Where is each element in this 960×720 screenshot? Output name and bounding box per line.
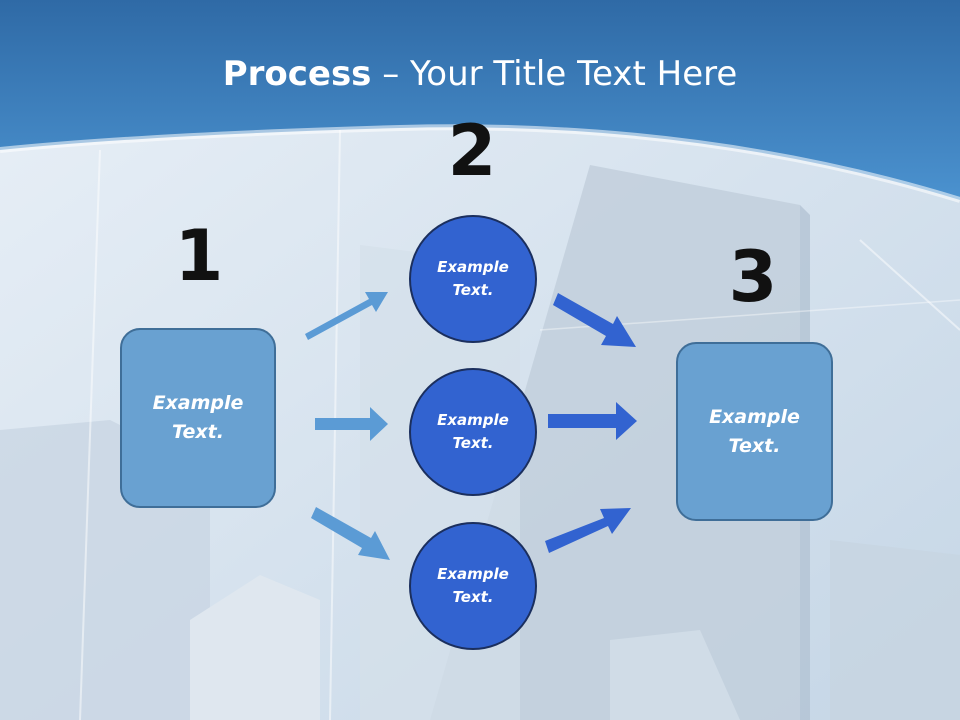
step-number-3: 3 [728,236,778,318]
step-number-1: 1 [174,215,224,297]
circle-middle-line-2: Text. [452,434,494,452]
step-number-2: 2 [447,110,497,192]
step-2-circle-top[interactable]: Example Text. [409,215,537,343]
arrow-bottom-to-3-icon [545,508,631,553]
circle-top-line-2: Text. [452,281,494,299]
arrow-1-to-top-icon [305,292,388,340]
circle-middle-text: Example Text. [437,409,509,455]
step-1-box[interactable]: Example Text. [120,328,276,508]
step-2-circle-middle[interactable]: Example Text. [409,368,537,496]
slide-title: Process – Your Title Text Here [0,52,960,96]
circle-middle-line-1: Example [437,411,509,429]
arrow-middle-to-3-icon [548,402,637,440]
title-bold: Process [222,54,372,94]
circle-top-line-1: Example [437,258,509,276]
circle-top-text: Example Text. [437,256,509,302]
circle-bottom-text: Example Text. [437,563,509,609]
arrow-1-to-middle-icon [315,407,388,441]
arrow-1-to-bottom-icon [311,507,390,560]
step-1-box-text: Example Text. [153,389,244,447]
step-2-circle-bottom[interactable]: Example Text. [409,522,537,650]
title-rest: – Your Title Text Here [371,54,738,94]
step-1-box-line-2: Text. [172,421,224,443]
step-3-box-line-2: Text. [728,434,781,457]
step-3-box-line-1: Example [709,405,800,428]
arrow-top-to-3-icon [553,293,636,347]
step-3-box[interactable]: Example Text. [676,342,833,521]
step-1-box-line-1: Example [152,392,244,414]
circle-bottom-line-1: Example [437,565,509,583]
circle-bottom-line-2: Text. [452,588,494,606]
step-3-box-text: Example Text. [709,403,800,461]
